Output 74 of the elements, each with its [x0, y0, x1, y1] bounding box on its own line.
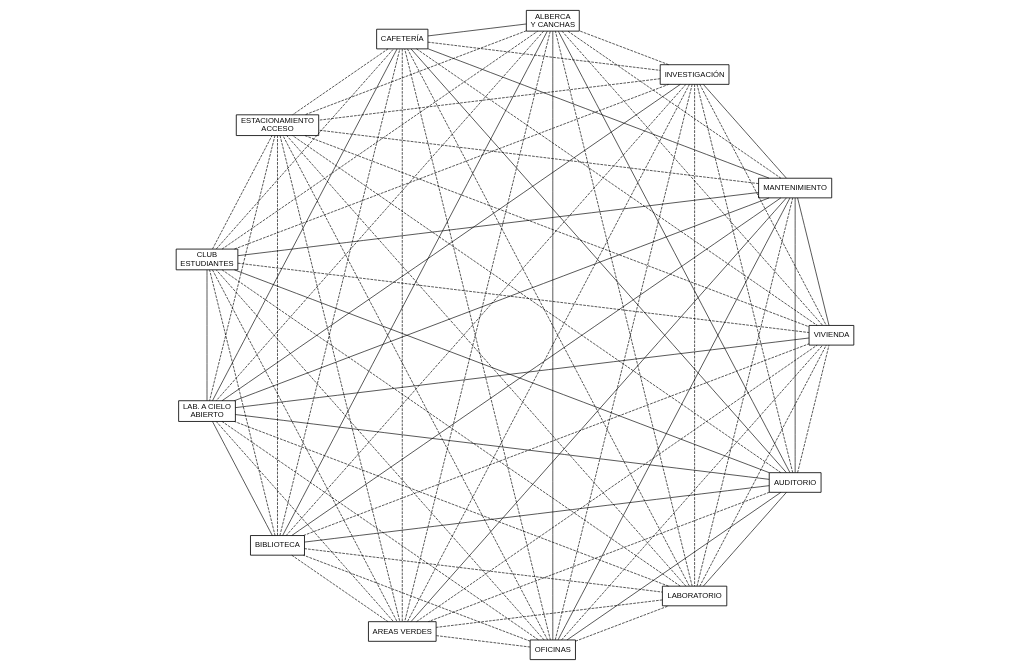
connector: [702, 84, 787, 179]
connector: [291, 135, 781, 473]
connector: [401, 48, 403, 622]
connector: [233, 197, 769, 402]
connector: [233, 421, 669, 587]
connector: [303, 548, 663, 593]
connector: [702, 492, 787, 587]
connector: [211, 48, 397, 401]
connector: [561, 30, 823, 326]
connector: [221, 421, 539, 641]
connector: [567, 30, 781, 179]
connector: [206, 269, 207, 401]
connector: [215, 421, 394, 622]
connector: [415, 344, 817, 622]
connector: [302, 343, 809, 536]
connector: [557, 197, 790, 641]
connector: [208, 269, 275, 536]
connector: [234, 414, 769, 480]
connector: [237, 192, 759, 256]
connector: [796, 344, 829, 473]
connector: [435, 635, 530, 648]
connector: [410, 197, 787, 622]
connector: [304, 135, 809, 328]
connector: [427, 23, 527, 37]
connector: [221, 269, 681, 587]
connector: [285, 135, 686, 587]
connector: [552, 31, 553, 641]
connector: [233, 269, 769, 473]
connector: [221, 30, 538, 250]
connector: [234, 337, 809, 408]
connector: [427, 41, 660, 71]
connector: [693, 84, 695, 587]
connector: [578, 30, 669, 65]
connector: [696, 84, 793, 473]
connector: [215, 30, 544, 401]
connector: [211, 135, 272, 250]
connector: [574, 605, 669, 642]
connector: [427, 492, 770, 622]
connector: [317, 78, 660, 121]
connector: [215, 269, 544, 641]
connector: [435, 599, 663, 628]
connector: [291, 197, 781, 536]
connector: [796, 197, 829, 326]
connector: [208, 135, 275, 401]
connector: [291, 48, 388, 116]
connector: [554, 30, 692, 587]
connector: [302, 554, 530, 642]
connector: [279, 135, 400, 622]
connector: [237, 262, 809, 333]
connector: [560, 344, 823, 641]
connector: [215, 48, 394, 250]
connector: [415, 48, 817, 326]
connector: [304, 30, 526, 116]
connector: [303, 485, 769, 543]
connector: [285, 84, 686, 536]
connector: [554, 84, 692, 641]
connector: [233, 84, 669, 250]
connector: [557, 31, 790, 473]
connector: [211, 421, 273, 536]
connector: [279, 48, 400, 536]
connector: [282, 135, 548, 641]
connector: [211, 269, 397, 622]
connector: [566, 492, 781, 641]
connector: [276, 135, 278, 536]
connector: [698, 344, 827, 587]
connector: [794, 197, 795, 473]
connector: [290, 554, 388, 622]
connector: [427, 48, 769, 179]
connector: [281, 31, 548, 536]
connector: [698, 84, 827, 326]
connector: [317, 129, 759, 184]
connector: [221, 84, 681, 402]
connector: [696, 197, 793, 587]
connector: [410, 48, 787, 473]
